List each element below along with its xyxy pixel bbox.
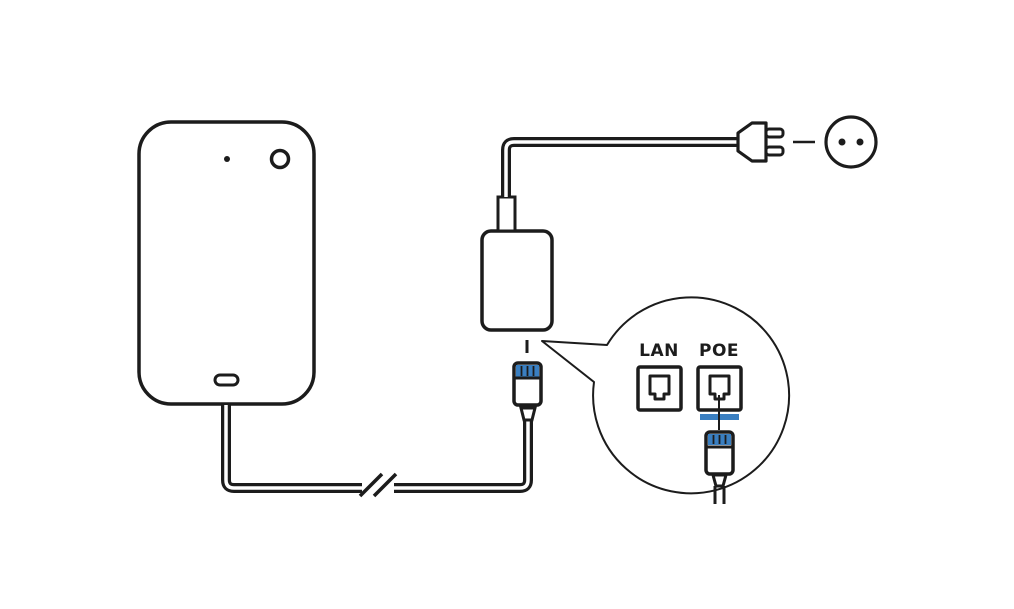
power-cord: [501, 137, 742, 197]
cable-break-icon: [358, 472, 398, 498]
wall-outlet-icon: [824, 115, 878, 169]
poe-injector-icon: [480, 195, 554, 332]
device-led-icon: [224, 156, 230, 162]
power-plug-icon: [736, 121, 785, 163]
device-button-icon: [213, 373, 240, 387]
ethernet-cable: [221, 405, 533, 493]
lan-port-icon: [636, 365, 683, 412]
device-icon: [137, 120, 316, 406]
lan-port-label: LAN: [639, 341, 679, 361]
callout-rj45-connector-icon: [704, 430, 735, 504]
rj45-connector-icon: [512, 361, 543, 422]
port-callout: LAN POE: [541, 296, 791, 504]
poe-port-label: POE: [699, 341, 739, 361]
device-sensor-icon: [269, 148, 291, 170]
